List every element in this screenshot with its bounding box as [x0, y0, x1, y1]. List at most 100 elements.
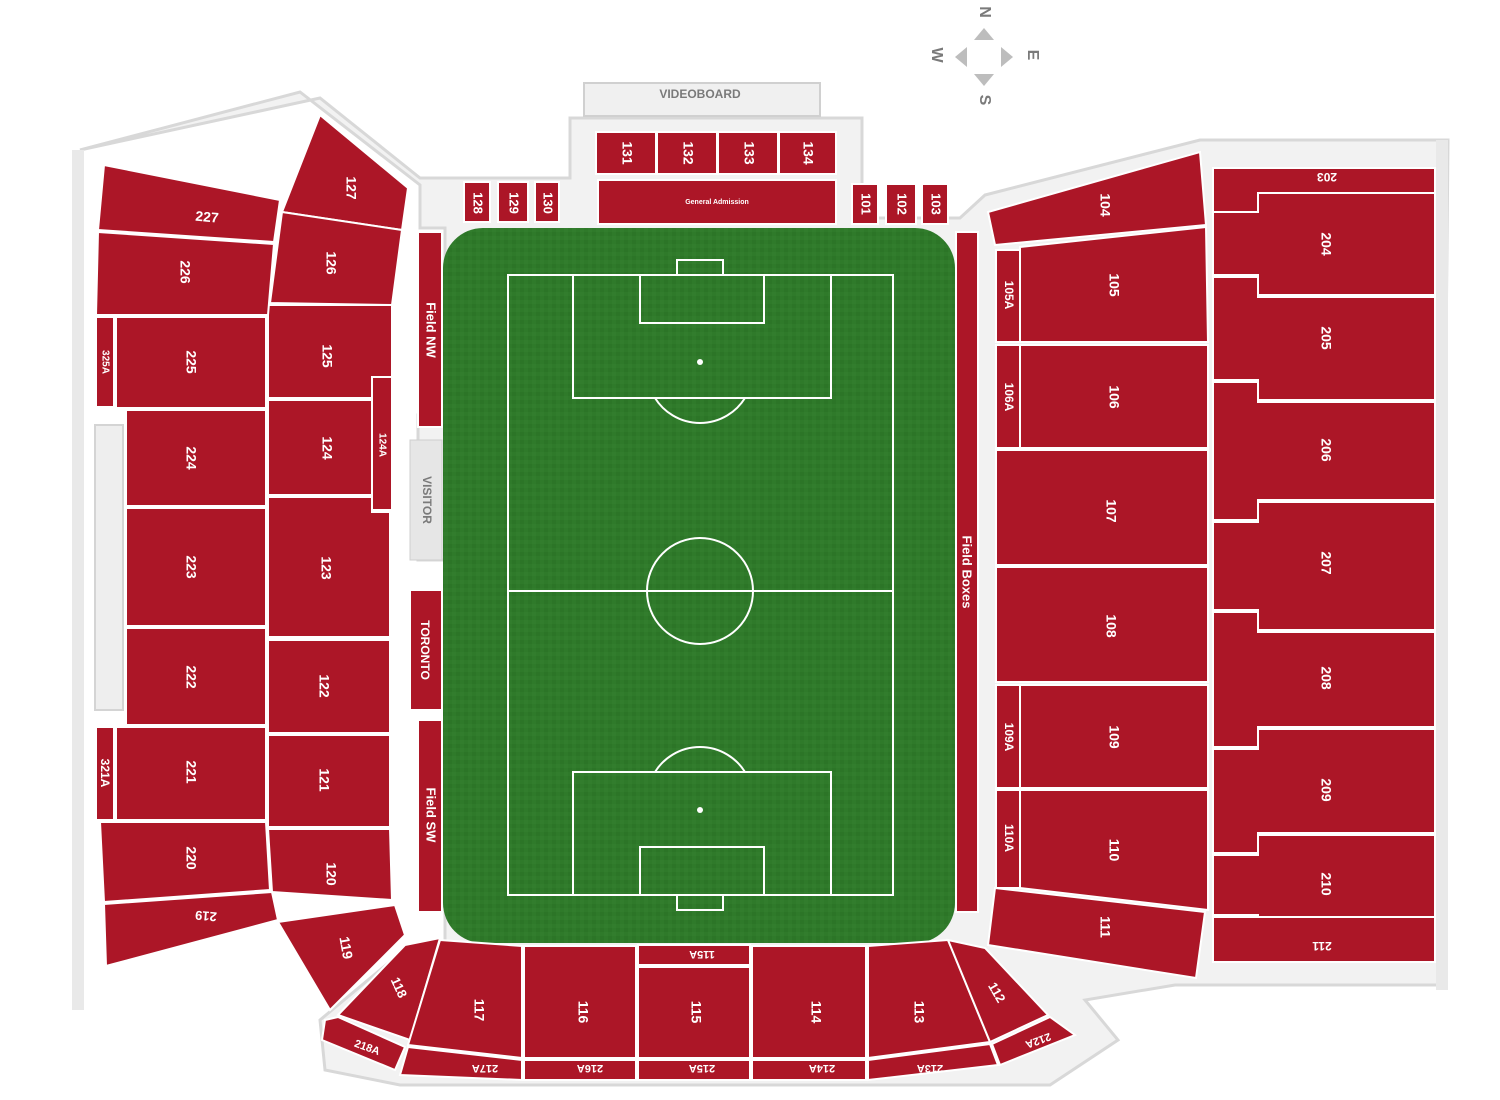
section-label-133: 133 — [741, 141, 757, 165]
section-219[interactable] — [102, 890, 280, 968]
section-103[interactable] — [921, 183, 949, 225]
section-212A[interactable] — [990, 1015, 1078, 1067]
section-label-107: 107 — [1103, 499, 1119, 523]
section-112[interactable] — [946, 938, 1050, 1044]
section-label-125: 125 — [319, 344, 335, 368]
section-325A[interactable] — [95, 316, 115, 408]
section-toronto[interactable] — [409, 589, 443, 711]
section-223[interactable] — [125, 507, 267, 627]
general-admission-label: General Admission — [685, 199, 749, 206]
section-124A[interactable] — [371, 376, 393, 511]
section-225[interactable] — [115, 316, 267, 409]
section-205[interactable] — [1212, 276, 1436, 401]
visitor-label: VISITOR — [420, 476, 434, 524]
section-107[interactable] — [995, 449, 1209, 566]
section-123[interactable] — [267, 496, 391, 638]
section-label-225: 225 — [183, 350, 199, 374]
section-108[interactable] — [995, 566, 1209, 683]
section-209[interactable] — [1212, 728, 1436, 854]
section-221[interactable] — [115, 726, 267, 821]
section-field-boxes[interactable] — [955, 231, 979, 913]
section-label-114: 114 — [808, 1001, 824, 1024]
section-204[interactable] — [1212, 192, 1436, 296]
compass-e-label: E — [1024, 50, 1041, 61]
section-label-130: 130 — [541, 192, 556, 214]
section-207[interactable] — [1212, 501, 1436, 631]
section-label-115: 115 — [688, 1001, 704, 1024]
section-111[interactable] — [986, 886, 1207, 980]
section-227[interactable] — [96, 163, 282, 244]
section-213A[interactable] — [867, 1042, 1000, 1082]
section-label-120: 120 — [323, 862, 339, 886]
section-115A[interactable] — [637, 944, 751, 966]
north-goal — [676, 259, 724, 276]
section-label-123: 123 — [318, 556, 334, 580]
section-114[interactable] — [751, 945, 867, 1059]
section-label-205: 205 — [1318, 326, 1334, 350]
section-208[interactable] — [1212, 611, 1436, 748]
section-label-220: 220 — [183, 846, 199, 870]
section-118[interactable] — [336, 936, 442, 1042]
section-134[interactable] — [778, 131, 837, 175]
section-106[interactable] — [1019, 344, 1209, 449]
compass-w-label: W — [928, 47, 945, 63]
section-121[interactable] — [267, 734, 391, 828]
section-321A[interactable] — [95, 726, 115, 821]
section-116[interactable] — [523, 945, 637, 1059]
section-label-113: 113 — [911, 1001, 927, 1024]
section-215A[interactable] — [637, 1059, 751, 1081]
pitch-surface — [443, 228, 955, 943]
section-104[interactable] — [986, 150, 1208, 247]
section-109A[interactable] — [995, 684, 1021, 789]
section-105[interactable] — [1019, 225, 1210, 343]
section-label-121: 121 — [316, 768, 332, 792]
section-label-105A: 105A — [1002, 281, 1016, 310]
section-119[interactable] — [276, 903, 407, 1012]
section-115[interactable] — [637, 966, 751, 1059]
section-217A[interactable] — [398, 1045, 523, 1082]
toronto-label: TORONTO — [418, 620, 432, 680]
compass-east-arrow-icon — [1001, 47, 1013, 67]
section-105A[interactable] — [995, 249, 1021, 343]
section-214A[interactable] — [751, 1059, 867, 1081]
section-117[interactable] — [406, 938, 523, 1060]
section-130[interactable] — [534, 181, 560, 223]
section-general-admission[interactable] — [597, 179, 837, 225]
section-131[interactable] — [595, 131, 657, 175]
section-110A[interactable] — [995, 789, 1021, 889]
section-label-223: 223 — [183, 555, 199, 579]
section-133[interactable] — [717, 131, 779, 175]
section-122[interactable] — [267, 639, 391, 734]
section-206[interactable] — [1212, 381, 1436, 521]
section-220[interactable] — [98, 821, 272, 904]
section-110[interactable] — [1019, 789, 1209, 912]
section-101[interactable] — [851, 183, 879, 225]
section-127[interactable] — [280, 113, 410, 232]
visitor-bench — [409, 439, 443, 561]
section-109[interactable] — [1019, 684, 1209, 789]
section-211[interactable] — [1212, 916, 1436, 963]
section-106A[interactable] — [995, 344, 1021, 449]
section-129[interactable] — [497, 181, 529, 223]
section-label-217A: 217A — [472, 1062, 498, 1074]
section-label-224: 224 — [183, 446, 199, 470]
section-label-126: 126 — [323, 251, 339, 275]
section-label-128: 128 — [471, 192, 486, 214]
section-218A[interactable] — [320, 1015, 407, 1072]
section-102[interactable] — [885, 183, 917, 225]
section-120[interactable] — [266, 828, 394, 902]
section-label-221: 221 — [183, 760, 199, 784]
section-226[interactable] — [94, 230, 276, 316]
section-216A[interactable] — [523, 1059, 637, 1081]
section-128[interactable] — [463, 181, 491, 223]
west-wall-shade — [72, 150, 84, 1010]
section-label-117: 117 — [471, 999, 487, 1022]
section-label-104: 104 — [1097, 193, 1113, 217]
section-222[interactable] — [125, 627, 267, 726]
field-nw-label: Field NW — [424, 302, 439, 358]
section-field-sw[interactable] — [417, 719, 443, 913]
section-132[interactable] — [656, 131, 718, 175]
section-224[interactable] — [125, 409, 267, 507]
section-field-nw[interactable] — [417, 231, 443, 428]
